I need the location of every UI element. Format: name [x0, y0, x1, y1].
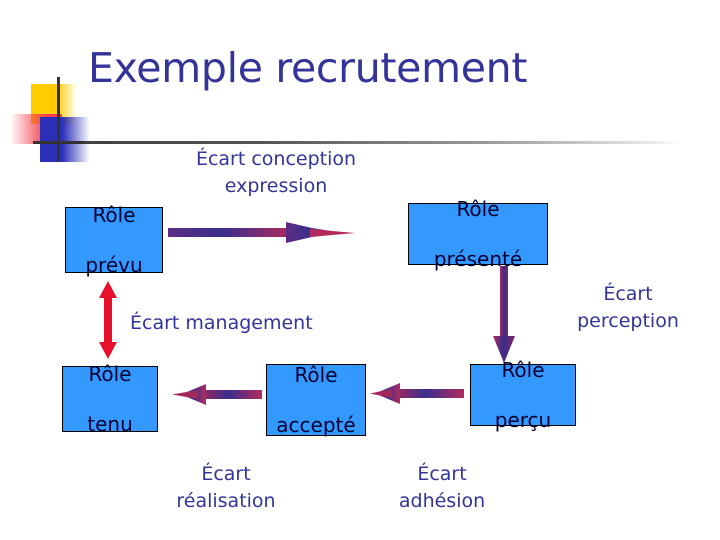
- role-box-prevu[interactable]: Rôle prévu: [65, 203, 163, 277]
- arrow-accepte-to-tenu: [172, 384, 262, 405]
- gap-label-perception: Écart perception: [548, 281, 708, 335]
- arrow-prevu-to-presente: [168, 222, 355, 243]
- role-box-percu[interactable]: Rôle perçu: [470, 358, 576, 432]
- gap-label-management: Écart management: [130, 312, 313, 334]
- role-box-tenu-line1: Rôle: [88, 361, 132, 386]
- role-box-presente-line1: Rôle: [456, 196, 500, 221]
- decor-vertical-line: [57, 77, 60, 162]
- role-box-accepte-line2: accepté: [276, 412, 356, 437]
- title-divider-rule: [33, 141, 683, 144]
- role-box-tenu-line2: tenu: [87, 411, 133, 436]
- gap-label-adhesion-line2: adhésion: [398, 490, 486, 512]
- gap-label-realisation-line2: réalisation: [176, 490, 276, 512]
- page-title: Exemple recrutement: [88, 44, 528, 92]
- role-box-presente-line2: présenté: [433, 246, 523, 271]
- gap-label-perception-line2: perception: [577, 310, 679, 332]
- role-box-accepte-line1: Rôle: [294, 362, 338, 387]
- role-box-accepte[interactable]: Rôle accepté: [266, 362, 366, 437]
- role-box-percu-line1: Rôle: [501, 357, 545, 382]
- role-box-presente[interactable]: Rôle présenté: [408, 197, 548, 271]
- role-box-prevu-line1: Rôle: [92, 202, 136, 227]
- gap-label-conception-line1: Écart conception: [195, 148, 357, 170]
- arrow-percu-to-accepte: [370, 383, 464, 404]
- gap-label-perception-line1: Écart: [603, 283, 653, 305]
- role-box-prevu-line2: prévu: [85, 252, 143, 277]
- decor-horizontal-line: [33, 141, 85, 144]
- gap-label-adhesion: Écart adhésion: [362, 461, 522, 515]
- arrow-presente-to-percu: [493, 266, 515, 363]
- decor-blue-square: [40, 117, 90, 162]
- arrow-tenu-prevu-double: [99, 281, 117, 359]
- gap-label-realisation-line1: Écart: [201, 463, 251, 485]
- gap-label-adhesion-line1: Écart: [417, 463, 467, 485]
- gap-label-realisation: Écart réalisation: [146, 461, 306, 515]
- role-box-percu-line2: perçu: [494, 407, 552, 432]
- gap-label-conception-line2: expression: [224, 175, 328, 197]
- gap-label-conception: Écart conception expression: [172, 146, 380, 200]
- role-box-tenu[interactable]: Rôle tenu: [62, 362, 158, 436]
